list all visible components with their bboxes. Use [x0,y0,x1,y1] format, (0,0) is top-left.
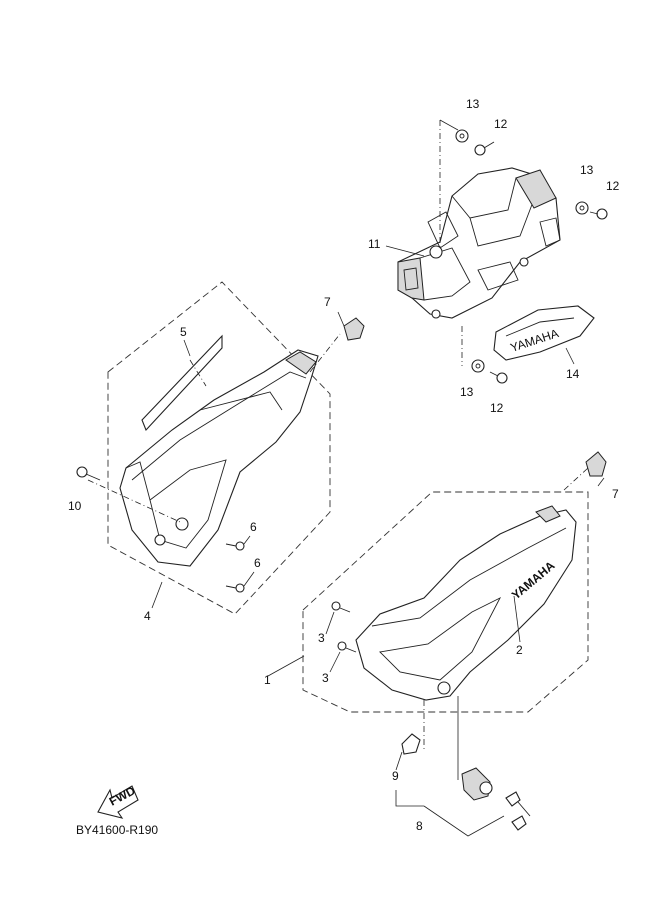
washer-13-bottom [471,359,485,373]
screw-6-lower [225,583,245,593]
group-boundary-right-cover [302,491,589,713]
callout-7-upper: 7 [324,295,331,309]
callout-13-bottom: 13 [460,385,474,399]
washer-13-right [575,201,589,215]
bolt-12-right [589,208,608,220]
bracket-9 [401,733,421,755]
battery-box [397,167,561,319]
leader-lines [87,119,605,837]
battery-cover-14: YAMAHA [493,305,595,361]
bolt-10 [76,466,101,481]
callout-12-right: 12 [606,179,620,193]
group-boundary-left-cover [107,281,331,615]
callout-10: 10 [68,499,82,513]
bolt-12-bottom [489,371,508,384]
lock-set-8 [461,767,531,831]
callout-3-lower: 3 [322,671,329,685]
callout-11: 11 [368,237,381,251]
callout-4: 4 [144,609,151,623]
washer-13-top [455,129,469,143]
callout-6-upper: 6 [250,520,257,534]
callout-12-bottom: 12 [490,401,504,415]
callout-13-right: 13 [580,163,594,177]
callout-2: 2 [516,643,523,657]
callout-14: 14 [566,367,580,381]
side-cover-right: YAMAHA [355,505,577,701]
callout-7-lower: 7 [612,487,619,501]
callout-12-top: 12 [494,117,508,131]
screw-3-upper [331,601,351,613]
callout-6-lower: 6 [254,556,261,570]
callout-13-top: 13 [466,97,480,111]
screw-3-lower [337,641,357,653]
clip-7-upper [343,317,365,341]
decal-5 [141,334,223,432]
clip-7-lower [585,451,607,477]
callout-5: 5 [180,325,187,339]
bolt-12-top [474,141,495,156]
forward-arrow: FWD [97,783,139,819]
callout-8: 8 [416,819,423,833]
callout-9: 9 [392,769,399,783]
screw-6-upper [225,541,245,551]
callout-3-upper: 3 [318,631,325,645]
callout-1: 1 [264,673,271,687]
diagram-code: BY41600-R190 [76,823,158,837]
side-cover-left [119,349,319,567]
